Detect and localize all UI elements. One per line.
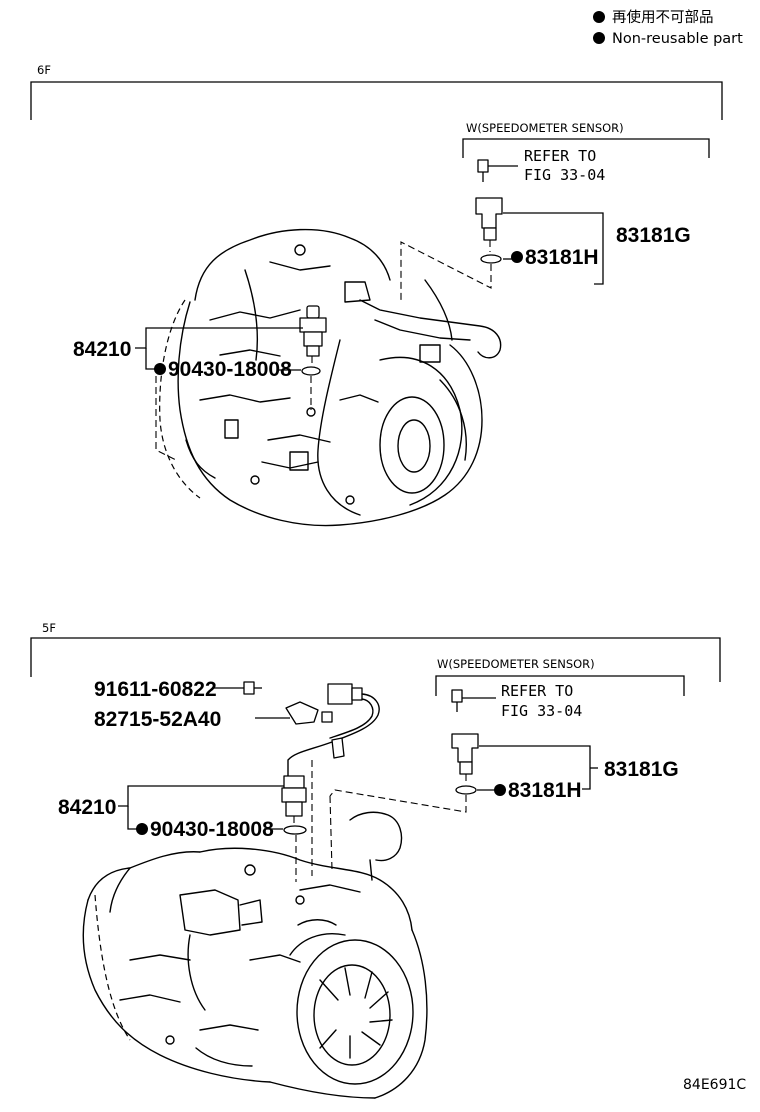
section-5f: 5F W(SPEEDOMETER SENSOR)	[30, 621, 721, 1099]
legend-japanese: 再使用不可部品	[612, 9, 714, 26]
variant-bracket	[462, 138, 710, 158]
sensor-body	[451, 733, 479, 763]
section-label: 6F	[37, 63, 51, 77]
figure-code: 84E691C	[683, 1077, 746, 1093]
part-number-83181g: 83181G	[604, 758, 679, 781]
sensor-body	[475, 197, 503, 229]
wire-harness-5f	[243, 681, 380, 777]
part-number-84210: 84210	[73, 338, 131, 361]
non-reusable-bullet-icon	[511, 251, 523, 263]
refer-fig-text: FIG 33-04	[524, 166, 605, 184]
refer-text: REFER TO	[501, 682, 573, 700]
bolt-icon	[243, 681, 255, 695]
refer-fig-text: FIG 33-04	[501, 702, 582, 720]
part-number-83181g: 83181G	[616, 224, 691, 247]
pressure-switch-5f	[281, 760, 333, 882]
variant-caption: W(SPEEDOMETER SENSOR)	[437, 657, 595, 671]
section-bracket	[30, 81, 723, 120]
section-bracket	[30, 637, 721, 682]
part-number-82715-52A40: 82715-52A40	[94, 708, 221, 731]
bracket-83181g	[503, 212, 604, 285]
part-number-84210: 84210	[58, 796, 116, 819]
transmission-6f-drawing	[159, 228, 502, 527]
bracket-84210	[135, 327, 303, 349]
bracket-84210	[118, 785, 284, 807]
o-ring	[480, 254, 502, 264]
part-number-90430-18008: 90430-18008	[150, 818, 274, 841]
gasket	[301, 366, 321, 376]
clamp	[285, 701, 319, 725]
non-reusable-bullet-icon	[154, 363, 166, 375]
part-number-83181h: 83181H	[508, 779, 582, 802]
section-6f: 6F W(SPEEDOMETER SENSOR)	[30, 63, 723, 527]
transmission-5f-drawing	[82, 811, 428, 1099]
part-number-91611-60822: 91611-60822	[94, 678, 217, 701]
non-reusable-bullet-icon	[494, 784, 506, 796]
bolt-icon	[477, 159, 489, 173]
speedometer-sensor-6f	[400, 159, 518, 300]
non-reusable-bullet-icon	[136, 823, 148, 835]
non-reusable-bullet-icon	[593, 11, 605, 23]
legend: 再使用不可部品 Non-reusable part	[593, 9, 743, 47]
o-ring	[455, 785, 477, 795]
part-number-90430-18008: 90430-18008	[168, 358, 292, 381]
pressure-switch-6f	[299, 305, 327, 417]
section-label: 5F	[42, 621, 56, 635]
gasket	[283, 825, 307, 835]
legend-english: Non-reusable part	[612, 31, 743, 47]
variant-bracket	[435, 675, 685, 696]
refer-text: REFER TO	[524, 147, 596, 165]
part-number-83181h: 83181H	[525, 246, 599, 269]
variant-caption: W(SPEEDOMETER SENSOR)	[466, 121, 624, 135]
speedometer-sensor-5f	[329, 689, 496, 813]
bolt-icon	[451, 689, 463, 703]
non-reusable-bullet-icon	[593, 32, 605, 44]
